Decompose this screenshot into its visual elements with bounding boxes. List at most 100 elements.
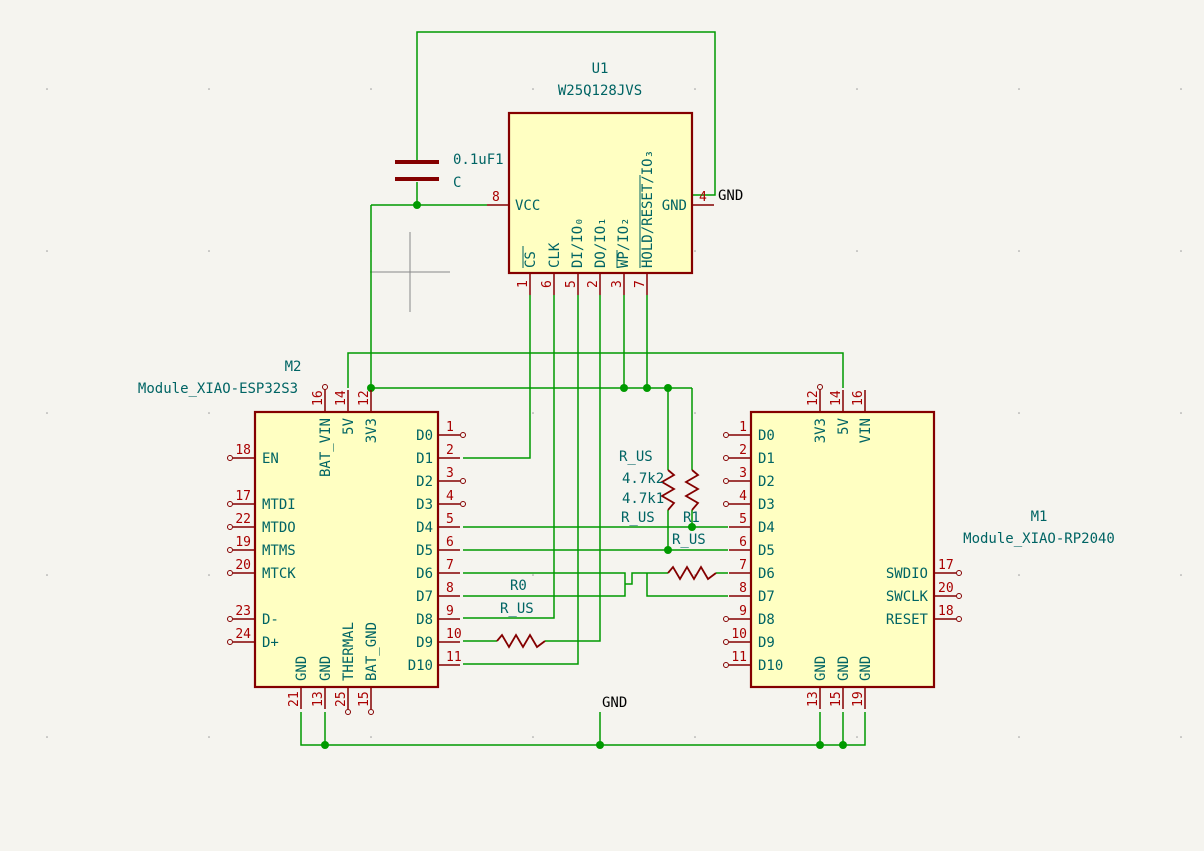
unconnected-pin-icon bbox=[460, 501, 466, 507]
unconnected-pin-icon bbox=[227, 455, 233, 461]
resistor-r0[interactable] bbox=[496, 633, 546, 649]
unconnected-pin-icon bbox=[460, 478, 466, 484]
m1-pin-name: GND bbox=[813, 656, 829, 681]
resistor-label-r-us-d: R_US bbox=[500, 601, 534, 617]
unconnected-pin-icon bbox=[227, 639, 233, 645]
m1-ref: M1 bbox=[1031, 509, 1048, 525]
m1-pin-name: GND bbox=[858, 656, 874, 681]
m2-pin-name: MTDI bbox=[262, 497, 296, 513]
m2-pin-num: 16 bbox=[311, 390, 326, 406]
m2-pin-num: 20 bbox=[235, 558, 251, 573]
unconnected-pin-icon bbox=[723, 478, 729, 484]
wires[interactable] bbox=[300, 31, 866, 746]
grid-dot bbox=[208, 574, 210, 576]
m2-pin-num: 21 bbox=[287, 691, 302, 707]
u1-pin-di-num: 5 bbox=[564, 280, 579, 288]
m1-pin-num: 4 bbox=[739, 489, 747, 504]
m2-pin-num: 11 bbox=[446, 650, 462, 665]
grid-dot bbox=[46, 736, 48, 738]
m2-pin-name: D6 bbox=[416, 566, 433, 582]
grid-dot bbox=[1018, 250, 1020, 252]
m2-pin-name: D10 bbox=[408, 658, 433, 674]
grid-dot bbox=[46, 412, 48, 414]
grid-dot bbox=[694, 736, 696, 738]
m1-pin-name: D6 bbox=[758, 566, 775, 582]
grid-dot bbox=[1180, 736, 1182, 738]
resistor-value-4k7-2: 4.7k2 bbox=[622, 471, 664, 487]
m2-pin-num: 1 bbox=[446, 420, 454, 435]
m2-ref: M2 bbox=[285, 359, 302, 375]
unconnected-pin-icon bbox=[227, 547, 233, 553]
grid-dot bbox=[1180, 88, 1182, 90]
m2-pin-num: 12 bbox=[357, 390, 372, 406]
resistor-r1[interactable] bbox=[667, 565, 717, 581]
gnd-label-bottom: GND bbox=[602, 695, 627, 711]
gnd-label-top: GND bbox=[718, 188, 743, 204]
m2-pin-num: 8 bbox=[446, 581, 454, 596]
m2-pin-name: GND bbox=[318, 656, 334, 681]
grid-dot bbox=[46, 574, 48, 576]
m1-pin-num: 13 bbox=[806, 691, 821, 707]
grid-dot bbox=[856, 88, 858, 90]
m1-pin-num: 3 bbox=[739, 466, 747, 481]
m1-pin-num: 9 bbox=[739, 604, 747, 619]
resistor-pullup-2[interactable] bbox=[684, 469, 700, 511]
grid-dot bbox=[208, 412, 210, 414]
capacitor-c1[interactable]: 0.1uF1 C bbox=[395, 152, 504, 191]
u1-pin-clk-name: CLK bbox=[547, 242, 563, 268]
m1-pin-name: D0 bbox=[758, 428, 775, 444]
resistor-label-r-us-c: R_US bbox=[672, 532, 706, 548]
grid-dot bbox=[208, 250, 210, 252]
unconnected-pin-icon bbox=[227, 501, 233, 507]
unconnected-pin-icon bbox=[227, 524, 233, 530]
m2-pin-name: MTDO bbox=[262, 520, 296, 536]
m2-pin-num: 2 bbox=[446, 443, 454, 458]
grid-dot bbox=[208, 88, 210, 90]
u1-pin-vcc-num: 8 bbox=[492, 190, 500, 205]
module-m2[interactable]: M2 Module_XIAO-ESP32S3 16BAT_VIN145V123V… bbox=[138, 359, 466, 715]
u1-pin-do-num: 2 bbox=[586, 280, 601, 288]
m1-pin-num: 2 bbox=[739, 443, 747, 458]
m2-pin-name: MTMS bbox=[262, 543, 296, 559]
m1-pin-name: D7 bbox=[758, 589, 775, 605]
unconnected-pin-icon bbox=[817, 384, 823, 390]
m2-pin-name: D3 bbox=[416, 497, 433, 513]
m1-pin-num: 20 bbox=[938, 581, 954, 596]
chip-u1[interactable]: U1 W25Q128JVS 8 VCC 4 GND GND 1 CS 6 CLK… bbox=[487, 61, 743, 295]
resistor-pullup-1[interactable] bbox=[660, 469, 676, 511]
grid-dot bbox=[532, 412, 534, 414]
u1-pin-hold-name: HOLD/RESET/IO₃ bbox=[640, 150, 656, 268]
m2-pin-num: 10 bbox=[446, 627, 462, 642]
m2-pin-name: D8 bbox=[416, 612, 433, 628]
grid-dot bbox=[694, 88, 696, 90]
m1-pin-num: 15 bbox=[829, 691, 844, 707]
unconnected-pin-icon bbox=[368, 709, 374, 715]
grid-dot bbox=[1018, 736, 1020, 738]
u1-pin-wp-name: WP/IO₂ bbox=[616, 217, 632, 268]
m2-pin-name: D2 bbox=[416, 474, 433, 490]
m1-pin-name: D9 bbox=[758, 635, 775, 651]
u1-pin-clk-num: 6 bbox=[540, 280, 555, 288]
m2-pin-num: 25 bbox=[334, 691, 349, 707]
m2-pin-num: 14 bbox=[334, 390, 349, 406]
m1-pin-num: 14 bbox=[829, 390, 844, 406]
grid-dot bbox=[370, 736, 372, 738]
grid-dot bbox=[532, 736, 534, 738]
grid-dot bbox=[1018, 88, 1020, 90]
unconnected-pin-icon bbox=[956, 593, 962, 599]
grid-dot bbox=[694, 250, 696, 252]
m2-pin-num: 4 bbox=[446, 489, 454, 504]
unconnected-pin-icon bbox=[723, 616, 729, 622]
m2-pin-name: 5V bbox=[341, 417, 357, 434]
unconnected-pin-icon bbox=[345, 709, 351, 715]
m2-pin-num: 3 bbox=[446, 466, 454, 481]
c1-type: C bbox=[453, 175, 461, 191]
m1-pin-name: D8 bbox=[758, 612, 775, 628]
grid-dot bbox=[1018, 574, 1020, 576]
m1-pin-name: D1 bbox=[758, 451, 775, 467]
m2-pin-num: 7 bbox=[446, 558, 454, 573]
